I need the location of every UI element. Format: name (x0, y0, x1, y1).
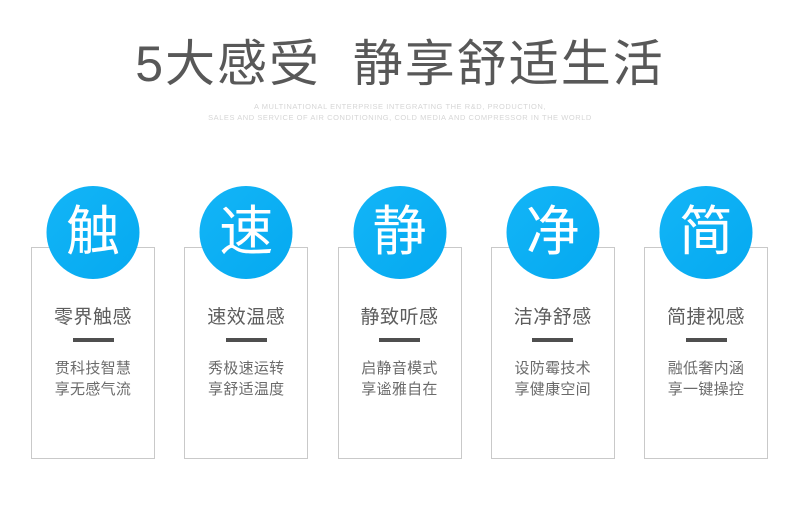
feature-card[interactable]: 触 零界触感 贯科技智慧 享无感气流 (31, 186, 155, 459)
card-description-line: 启静音模式 (361, 360, 438, 377)
card-title: 简捷视感 (666, 307, 745, 328)
card-description: 启静音模式 享谧雅自在 (361, 358, 438, 400)
badge-character: 净 (525, 201, 580, 262)
card-description-line: 享无感气流 (54, 381, 132, 398)
card-description-line: 设防霉技术 (514, 360, 591, 377)
card-description-line: 享健康空间 (514, 381, 591, 398)
badge-character: 触 (66, 201, 120, 262)
card-divider (225, 338, 267, 342)
card-divider (379, 338, 420, 342)
card-title: 洁净舒感 (513, 307, 592, 328)
card-divider (72, 338, 114, 342)
header-block: 5大感受 静享舒适生活 A MULTINATIONAL ENTERPRISE I… (0, 0, 800, 123)
feature-card[interactable]: 简 简捷视感 融低奢内涵 享一键操控 (644, 186, 768, 459)
card-description-line: 享舒适温度 (207, 381, 285, 398)
subtitle-line-2: SALES AND SERVICE OF AIR CONDITIONING, C… (208, 113, 592, 122)
card-divider (532, 338, 574, 342)
badge-circle-icon: 简 (659, 186, 753, 279)
feature-card-row: 触 零界触感 贯科技智慧 享无感气流 速 速效温感 秀极速运转 享舒适温度 静 (31, 186, 768, 459)
promo-infographic: 5大感受 静享舒适生活 A MULTINATIONAL ENTERPRISE I… (0, 0, 800, 459)
card-description-line: 享谧雅自在 (361, 381, 438, 398)
card-title: 零界触感 (53, 307, 132, 328)
badge-character: 速 (219, 201, 274, 262)
card-title: 静致听感 (360, 307, 439, 328)
badge-circle-icon: 净 (506, 186, 600, 279)
card-description-line: 秀极速运转 (207, 360, 285, 377)
card-description: 贯科技智慧 享无感气流 (55, 358, 132, 400)
badge-circle-icon: 触 (46, 186, 140, 279)
badge-circle-icon: 静 (353, 186, 446, 279)
page-title: 5大感受 静享舒适生活 (135, 36, 665, 92)
badge-character: 静 (372, 201, 427, 262)
feature-card[interactable]: 速 速效温感 秀极速运转 享舒适温度 (184, 186, 309, 459)
subtitle-block: A MULTINATIONAL ENTERPRISE INTEGRATING T… (0, 101, 800, 123)
card-description: 秀极速运转 享舒适温度 (208, 358, 285, 400)
feature-card[interactable]: 净 洁净舒感 设防霉技术 享健康空间 (490, 186, 615, 459)
card-description: 设防霉技术 享健康空间 (514, 358, 591, 400)
subtitle-line-1: A MULTINATIONAL ENTERPRISE INTEGRATING T… (253, 102, 547, 111)
card-description-line: 享一键操控 (667, 381, 745, 398)
card-description: 融低奢内涵 享一键操控 (668, 358, 745, 400)
card-divider (685, 338, 727, 342)
card-description-line: 贯科技智慧 (54, 360, 132, 377)
badge-circle-icon: 速 (199, 186, 293, 279)
badge-character: 简 (679, 201, 733, 262)
card-description-line: 融低奢内涵 (667, 360, 745, 377)
feature-card[interactable]: 静 静致听感 启静音模式 享谧雅自在 (337, 186, 462, 459)
card-title: 速效温感 (207, 307, 286, 328)
